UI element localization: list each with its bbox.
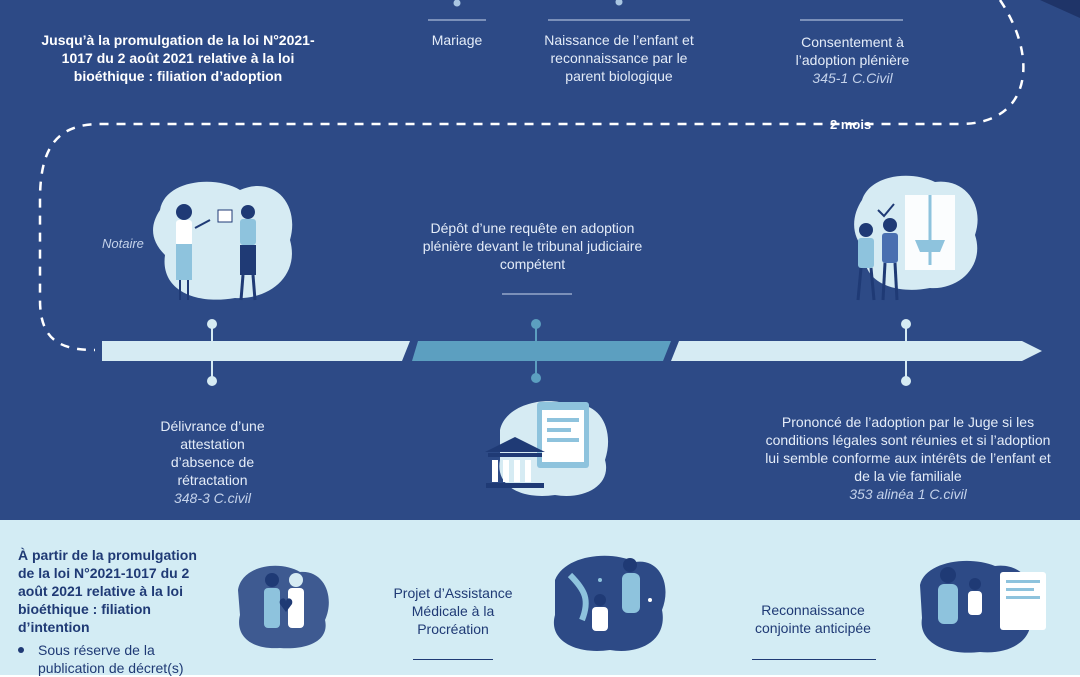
family-document-illustration-icon	[920, 560, 1046, 653]
corner-accent	[1040, 0, 1080, 18]
step-delivrance-text: Délivrance d’une attestation d’absence d…	[160, 418, 265, 488]
dashed-connector	[38, 0, 1025, 352]
intention-title: À partir de la promulgation de la loi N°…	[18, 547, 197, 635]
timeline-bar-segment-2	[412, 341, 671, 361]
step-prononce: Prononcé de l’adoption par le Juge si le…	[758, 413, 1058, 503]
step-prononce-ref: 353 alinéa 1 C.civil	[849, 486, 967, 502]
intention-section	[0, 520, 1080, 675]
step-reconnaissance-rule	[752, 659, 876, 660]
step-pma: Projet d’Assistance Médicale à la Procré…	[383, 584, 523, 638]
step-naissance: Naissance de l’enfant et reconnaissance …	[544, 31, 694, 85]
intention-bullet: Sous réserve de la publication de décret…	[18, 641, 218, 677]
step-delivrance: Délivrance d’une attestation d’absence d…	[150, 417, 275, 507]
notaire-label: Notaire	[102, 236, 144, 251]
step-consentement-text: Consentement à l’adoption plénière	[795, 34, 910, 68]
step-pma-text: Projet d’Assistance Médicale à la Procré…	[393, 585, 513, 637]
step-requete-text: Dépôt d’une requête en adoption plénière…	[422, 220, 643, 272]
judge-scale-illustration-icon	[854, 175, 978, 301]
step-reconnaissance: Reconnaissance conjointe anticipée	[743, 601, 883, 637]
step-pma-rule	[413, 659, 493, 660]
marker-delivrance	[207, 319, 217, 386]
step-requete: Dépôt d’une requête en adoption plénière…	[410, 219, 655, 273]
duration-label: 2 mois	[830, 117, 872, 132]
step-mariage-text: Mariage	[431, 32, 483, 48]
step-prononce-text: Prononcé de l’adoption par le Juge si le…	[765, 414, 1051, 484]
step-mariage: Mariage	[417, 31, 497, 49]
marker-requete	[531, 319, 541, 383]
step-consentement: Consentement à l’adoption plénière 345-1…	[780, 33, 925, 87]
step-delivrance-ref: 348-3 C.civil	[173, 490, 252, 506]
timeline-bar-segment-1	[102, 341, 410, 361]
pma-illustration-icon	[553, 555, 666, 651]
marker-prononce	[901, 319, 911, 386]
intention-bullet-text: Sous réserve de la publication de décret…	[38, 642, 184, 676]
tribunal-illustration-icon	[485, 401, 609, 496]
step-consentement-ref: 345-1 C.Civil	[812, 70, 893, 86]
couple-illustration-icon	[238, 565, 329, 649]
timeline-bar-segment-3	[671, 341, 1042, 361]
bullet-dot	[18, 647, 24, 653]
step-naissance-text: Naissance de l’enfant et reconnaissance …	[544, 32, 694, 84]
page-title: Jusqu’à la promulgation de la loi N°2021…	[41, 32, 315, 84]
step-reconnaissance-text: Reconnaissance conjointe anticipée	[755, 602, 871, 636]
notaire-illustration-icon	[153, 181, 293, 301]
